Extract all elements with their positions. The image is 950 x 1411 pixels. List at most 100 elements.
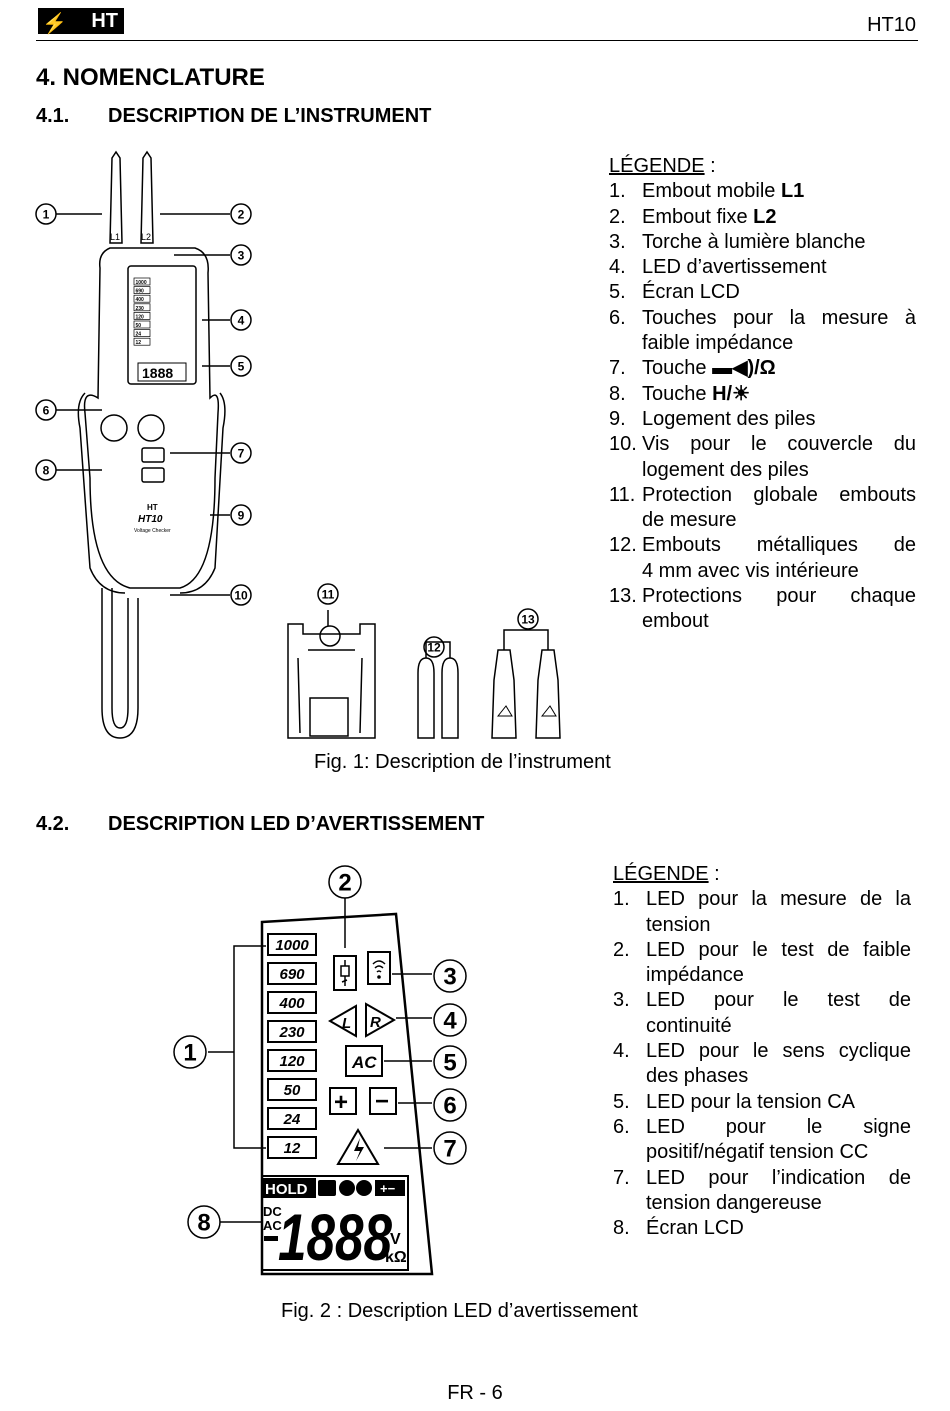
tip-protector-left (491, 649, 517, 739)
dc-plus-led (329, 1087, 357, 1115)
legend-item-text: Écran LCD (642, 281, 740, 304)
ac-voltage-led (345, 1045, 383, 1077)
continuity-led (367, 951, 391, 985)
mini-voltage-led (133, 320, 151, 329)
lcd-hold: HOLD (265, 1181, 308, 1198)
callout-11: 11 (317, 583, 339, 605)
section-title: 4. NOMENCLATURE (36, 64, 265, 91)
mini-voltage-value: 120 (136, 314, 145, 320)
voltage-led: 50 (267, 1078, 317, 1101)
legend-item-number: 6. (609, 306, 626, 329)
lcd-screen (261, 1175, 409, 1271)
svg-text:L: L (342, 1015, 351, 1032)
legend-item: 5.LED pour la tension CA (613, 1090, 911, 1115)
legend-item-text-cont: faible impédance (642, 332, 794, 355)
mini-voltage-value: 1000 (136, 280, 147, 286)
legend-item-text: LED pour la tension CA (646, 1090, 856, 1113)
legend-item-text: LED pour le signe (646, 1115, 911, 1138)
legend-item-text: Logement des piles (642, 407, 816, 430)
svg-text:3: 3 (238, 248, 245, 262)
legend-item-text: Embout mobile (642, 180, 781, 203)
probe-cable (101, 588, 139, 739)
metal-tip-right (441, 657, 459, 739)
subsection-title-4-2: 4.2.DESCRIPTION LED D’AVERTISSEMENT (36, 813, 485, 835)
svg-text:8: 8 (43, 463, 50, 477)
instrument-brand: HT (147, 503, 158, 512)
svg-text:8: 8 (197, 1210, 210, 1237)
svg-text:13: 13 (521, 612, 535, 626)
legend-item-number: 7. (609, 357, 626, 380)
legend-item: 8.Écran LCD (613, 1216, 911, 1241)
svg-text:11: 11 (322, 587, 335, 601)
legend-item-text: Touche (642, 382, 713, 405)
legend-item-number: 6. (613, 1115, 630, 1138)
voltage-led: 230 (267, 1020, 317, 1043)
legend-item: 1.Embout mobile L1 (609, 179, 916, 204)
svg-text:2: 2 (338, 870, 351, 897)
callout-7: 7 (230, 442, 252, 464)
legend-item-text-cont: logement des piles (642, 458, 809, 481)
tip-protector-right (535, 649, 561, 739)
legend-item-number: 13. (609, 585, 637, 608)
logo-mark-icon: ⚡ (42, 13, 67, 35)
legend-item-number: 11. (609, 483, 636, 506)
voltage-led: 24 (267, 1107, 317, 1130)
svg-text:7: 7 (238, 446, 245, 460)
callout-8: 8 (35, 459, 57, 481)
metal-tip-left (417, 657, 435, 739)
svg-text:6: 6 (43, 403, 50, 417)
mini-voltage-value: 400 (136, 297, 145, 303)
legend-item-bold: H/ (712, 382, 733, 405)
callout-9: 9 (230, 504, 252, 526)
legend-item-number: 4. (613, 1040, 630, 1063)
mini-voltage-value: 690 (136, 289, 145, 295)
svg-text:+−: +− (380, 1181, 396, 1196)
low-impedance-led (333, 955, 357, 991)
legend-item-text: Torche à lumière blanche (642, 230, 866, 253)
continuity-key (141, 447, 165, 463)
legend-item-text: LED pour l’indication de (646, 1166, 911, 1189)
legend-item-bold: L2 (753, 205, 777, 228)
svg-text:50: 50 (284, 1082, 301, 1099)
svg-text:1000: 1000 (275, 937, 309, 954)
lcd-outline (260, 912, 434, 1276)
svg-text:1: 1 (183, 1040, 196, 1067)
legend2-title: LÉGENDE : (613, 863, 720, 885)
low-impedance-button-right (137, 414, 165, 442)
low-impedance-button-left (100, 414, 128, 442)
legend-item-text: Protection globale embouts (642, 483, 916, 506)
callout-6: 6 (433, 1088, 467, 1122)
svg-text:12: 12 (427, 640, 441, 654)
svg-text:690: 690 (279, 966, 305, 983)
mini-voltage-led (133, 312, 151, 320)
svg-text:10: 10 (234, 588, 248, 602)
svg-text:−: − (375, 1088, 389, 1115)
legend-item-text: Embouts métalliques de (642, 534, 916, 557)
legend-item-text: LED pour le test de (646, 989, 911, 1012)
instrument-lcd-panel (127, 265, 197, 385)
legend-item: 9.Logement des piles (609, 407, 916, 432)
legend-item: 3.Torche à lumière blanche (609, 230, 916, 255)
hold-light-key (141, 467, 165, 483)
continuity-ohm-icon: ▬◀)/Ω (712, 357, 776, 380)
instrument-body (83, 247, 220, 589)
ac-led-label: AC (351, 1053, 377, 1072)
callout-3: 3 (433, 959, 467, 993)
legend-title: LÉGENDE : (609, 155, 716, 177)
phase-left-led (327, 1004, 357, 1038)
instrument-model: HT10 (138, 514, 163, 525)
header-rule (36, 40, 918, 41)
legend-item-text-cont: des phases (646, 1065, 749, 1088)
mini-voltage-value: 50 (136, 323, 142, 329)
probe-label-l2: L2 (141, 232, 151, 242)
svg-text:R: R (370, 1014, 381, 1031)
